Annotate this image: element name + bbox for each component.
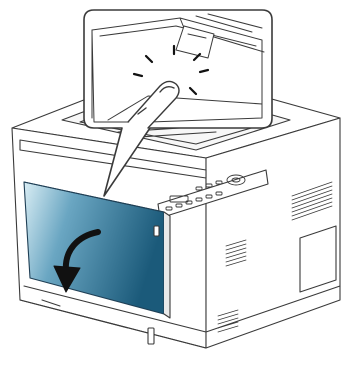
side-door: [300, 226, 336, 292]
